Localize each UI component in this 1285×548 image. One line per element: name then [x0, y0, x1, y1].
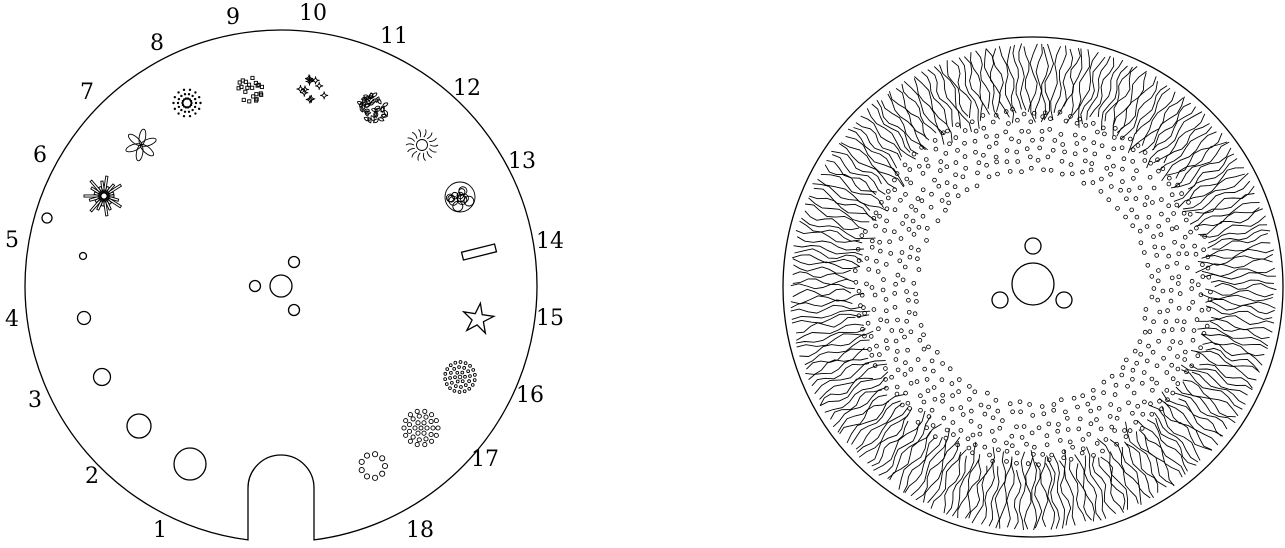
- wavy-edge-texture: [790, 43, 1277, 531]
- gobo-positions: [41, 74, 498, 481]
- hub-pin-hole: [287, 303, 301, 317]
- center-hub: [991, 237, 1073, 309]
- hub-pin-hole: [248, 279, 262, 293]
- position-number: 10: [299, 1, 327, 26]
- position-number: 17: [471, 447, 499, 472]
- right-textured-gobo-disc: [782, 36, 1284, 538]
- gobo-scattered-squares: [236, 75, 265, 104]
- gobo-sparkle-cluster: [296, 74, 329, 104]
- center-hub: [248, 255, 301, 317]
- open-aperture-4: [76, 310, 92, 326]
- position-number: 14: [536, 229, 564, 254]
- gobo-shape-cluster: [444, 181, 476, 213]
- hub-pin-hole: [1024, 237, 1042, 255]
- gobo-dot-ring: [358, 451, 389, 481]
- position-number: 5: [5, 228, 19, 253]
- position-number: 11: [380, 24, 408, 49]
- rim-index-hole: [41, 212, 53, 224]
- open-aperture-1: [173, 447, 207, 481]
- position-number: 13: [508, 149, 536, 174]
- wheel-outline-with-slot: [24, 29, 538, 541]
- position-number: 4: [5, 307, 19, 332]
- gobo-sun: [405, 129, 439, 161]
- position-number: 1: [153, 518, 167, 543]
- gobo-dotted-burst: [443, 360, 477, 394]
- gobo-foliage: [356, 92, 389, 124]
- gobo-slot: [460, 243, 498, 261]
- gobo-star: [461, 301, 496, 336]
- gobo-flower: [125, 128, 157, 162]
- position-number: 15: [536, 306, 564, 331]
- position-number: 2: [85, 464, 99, 489]
- position-number: 6: [33, 143, 47, 168]
- hub-pin-hole: [991, 291, 1009, 309]
- position-number: 12: [453, 76, 481, 101]
- disc-outline: [782, 36, 1284, 538]
- hub-center-hole: [269, 274, 293, 298]
- position-number: 7: [80, 80, 94, 105]
- dot-ring-texture: [852, 106, 1213, 468]
- position-number: 18: [406, 518, 434, 543]
- gobo-bar-burst: [83, 175, 123, 217]
- gobo-dotted-starburst: [172, 88, 202, 118]
- hub-center-hole: [1011, 262, 1055, 306]
- position-number: 9: [226, 5, 240, 30]
- hub-pin-hole: [287, 255, 301, 269]
- open-aperture-3: [92, 367, 112, 387]
- open-aperture-5: [78, 251, 88, 261]
- open-aperture-2: [126, 413, 152, 439]
- position-number: 3: [28, 388, 42, 413]
- hub-pin-hole: [1055, 291, 1073, 309]
- position-number: 8: [150, 31, 164, 56]
- gobo-dot-rings: [401, 408, 441, 448]
- position-number: 16: [516, 383, 544, 408]
